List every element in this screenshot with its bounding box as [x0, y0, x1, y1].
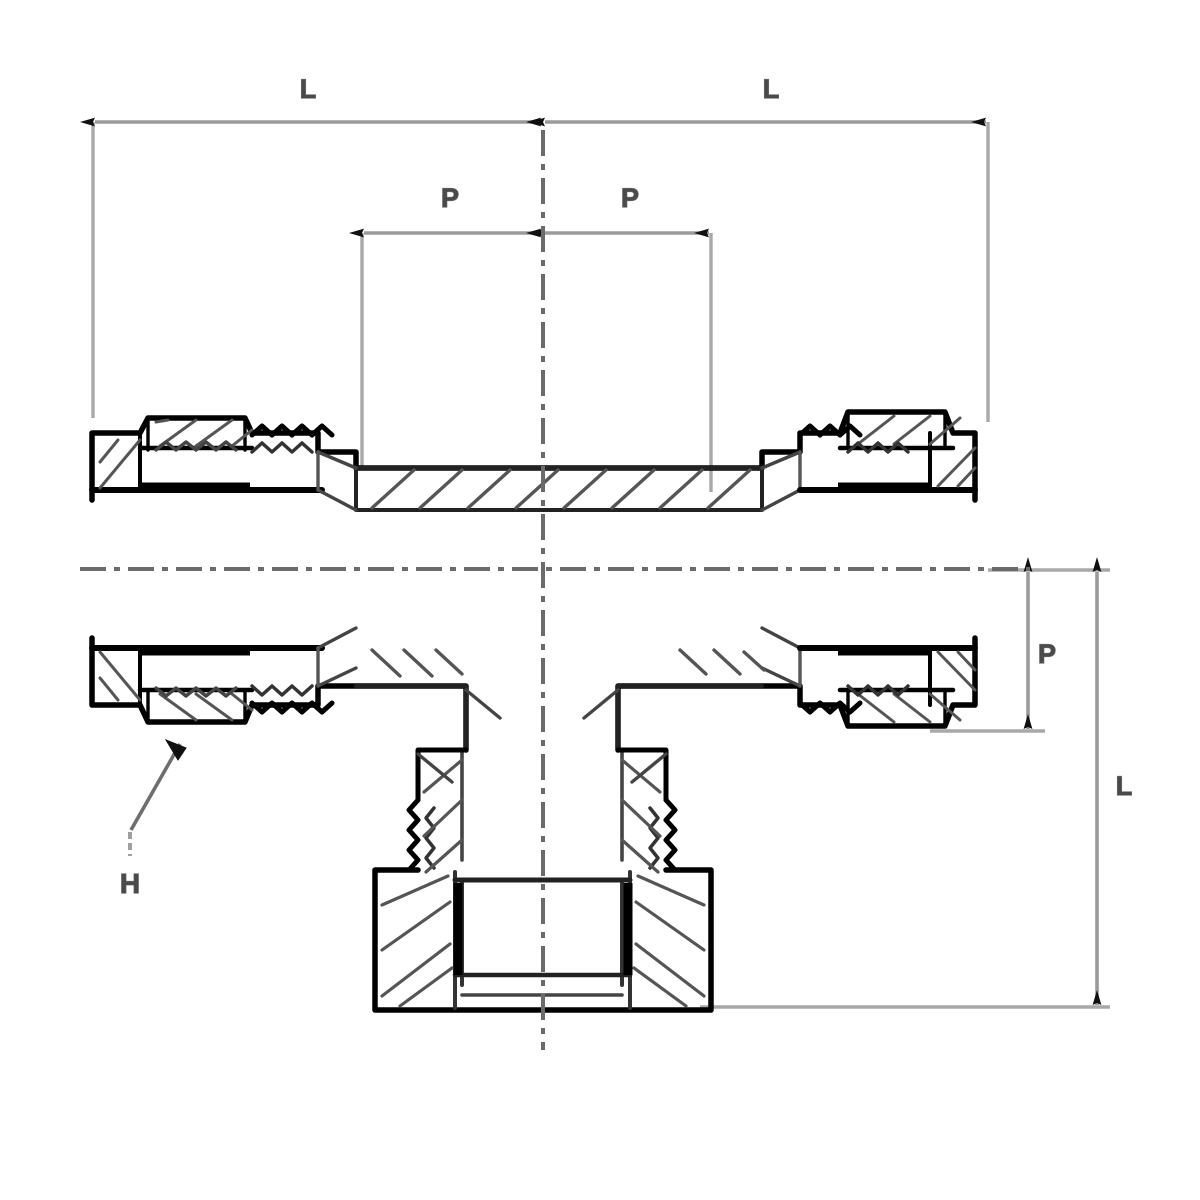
callout-label-H: H: [120, 868, 140, 899]
thread-left-nut-top: [249, 423, 335, 438]
taper-right-top: [760, 450, 802, 470]
centerlines: [80, 130, 1030, 1050]
thread-branch-right-inner: [648, 806, 660, 870]
left-nut-bottom: [89, 645, 335, 724]
thread-branch-left: [406, 797, 421, 873]
dimension-label-L-right-vertical: L: [1116, 771, 1133, 801]
hatch-branch-nut: [380, 874, 706, 1008]
body-hatch-top: [316, 450, 802, 512]
branch-wall-upper: [463, 683, 621, 753]
thread-right-nut-bottom: [797, 700, 863, 715]
branch-nut-inner-walls: [453, 870, 632, 1010]
thread-left-nut-inner-bottom: [250, 684, 314, 697]
thread-right-nut-top: [797, 423, 863, 438]
dimension-label-P-top-left: P: [441, 183, 459, 213]
thread-left-nut-inner-top: [250, 441, 314, 454]
right-nut-top: [797, 410, 978, 493]
leader-arrow-H: [164, 738, 187, 761]
thread-branch-right: [663, 797, 678, 873]
body-wall-top: [354, 466, 764, 512]
dimension-label-P-top-right: P: [621, 183, 639, 213]
left-nut-wall-lines-bottom: [90, 646, 142, 707]
tee-fitting-assembly: [89, 409, 978, 1013]
dimension-label-P-right-vertical: P: [1038, 639, 1056, 669]
hatch-right-nut-top: [856, 414, 977, 488]
hatch-left-nut-top: [98, 418, 254, 490]
thread-left-nut-root-bottom: [154, 686, 238, 698]
dimension-layer: L L P P P L: [80, 73, 1133, 1009]
right-nut-wall-lines-top: [928, 431, 977, 492]
left-nut-wall-lines-top: [90, 431, 142, 492]
left-nut-top: [89, 416, 335, 493]
hatch-right-nut-bottom: [856, 650, 977, 724]
leader-line-H: [129, 743, 182, 831]
hatch-left-nut-bottom: [98, 650, 254, 722]
right-nut-wall-lines-bottom: [928, 646, 977, 707]
taper-left-top: [316, 450, 358, 470]
taper-left-bottom: [316, 626, 358, 688]
branch-fillets: [416, 688, 668, 784]
hatch-body-top: [370, 468, 752, 510]
thread-right-nut-inner-top: [846, 441, 910, 454]
taper-left-inner-top: [316, 488, 358, 512]
callout-H: H: [119, 738, 187, 900]
thread-left-nut-root-top: [154, 440, 238, 452]
branch-shoulder: [415, 747, 669, 803]
body-bottom: [316, 626, 802, 688]
right-nut-bottom: [797, 645, 978, 728]
taper-right-inner-top: [760, 488, 802, 512]
thread-left-nut-bottom: [249, 700, 335, 715]
thread-right-nut-inner-bottom: [846, 684, 910, 697]
shadow-accents: [140, 482, 932, 975]
dimension-label-L-top-left: L: [300, 74, 317, 104]
taper-right-bottom: [760, 626, 802, 688]
thread-branch-left-inner: [424, 806, 436, 870]
dimension-label-L-top-right: L: [763, 74, 780, 104]
hatch-body-bottom: [370, 648, 766, 678]
